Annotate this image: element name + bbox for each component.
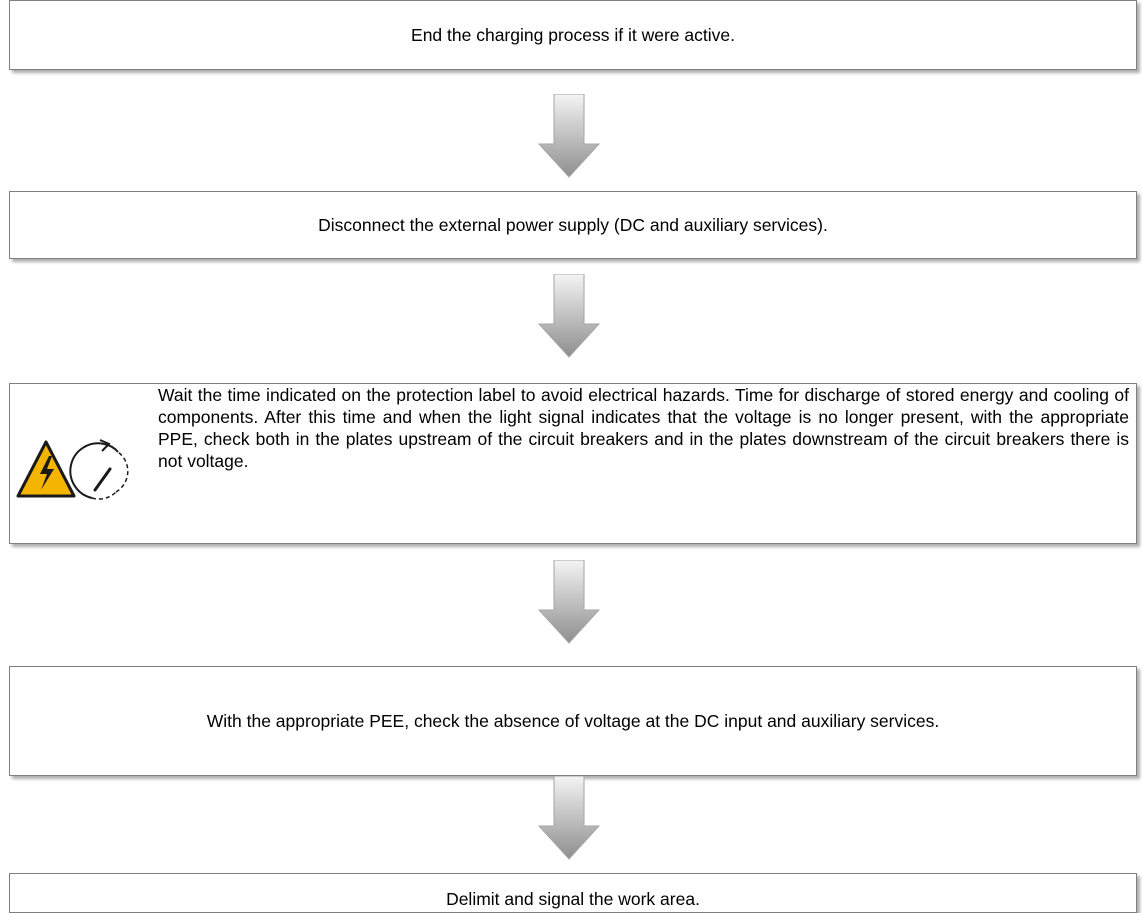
down-arrow-icon — [538, 94, 600, 178]
wait-timer-icon — [69, 439, 129, 500]
step-box-disconnect-supply: Disconnect the external power supply (DC… — [9, 191, 1137, 259]
step-text: Wait the time indicated on the protectio… — [158, 385, 1129, 471]
step-text: Disconnect the external power supply (DC… — [318, 215, 828, 235]
step-box-check-voltage-absence: With the appropriate PEE, check the abse… — [9, 666, 1137, 776]
step-box-delimit-work-area: Delimit and signal the work area. — [9, 873, 1137, 913]
step-text: End the charging process if it were acti… — [411, 25, 735, 45]
electrical-hazard-warning-icon — [16, 440, 76, 498]
warning-icons — [16, 439, 129, 500]
step-text: Delimit and signal the work area. — [446, 889, 700, 909]
step-box-end-charging: End the charging process if it were acti… — [9, 0, 1137, 70]
down-arrow-icon — [538, 560, 600, 644]
down-arrow-icon — [538, 776, 600, 860]
down-arrow-icon — [538, 274, 600, 358]
step-box-wait-discharge: Wait the time indicated on the protectio… — [9, 383, 1137, 544]
step-text: With the appropriate PEE, check the abse… — [206, 711, 940, 731]
